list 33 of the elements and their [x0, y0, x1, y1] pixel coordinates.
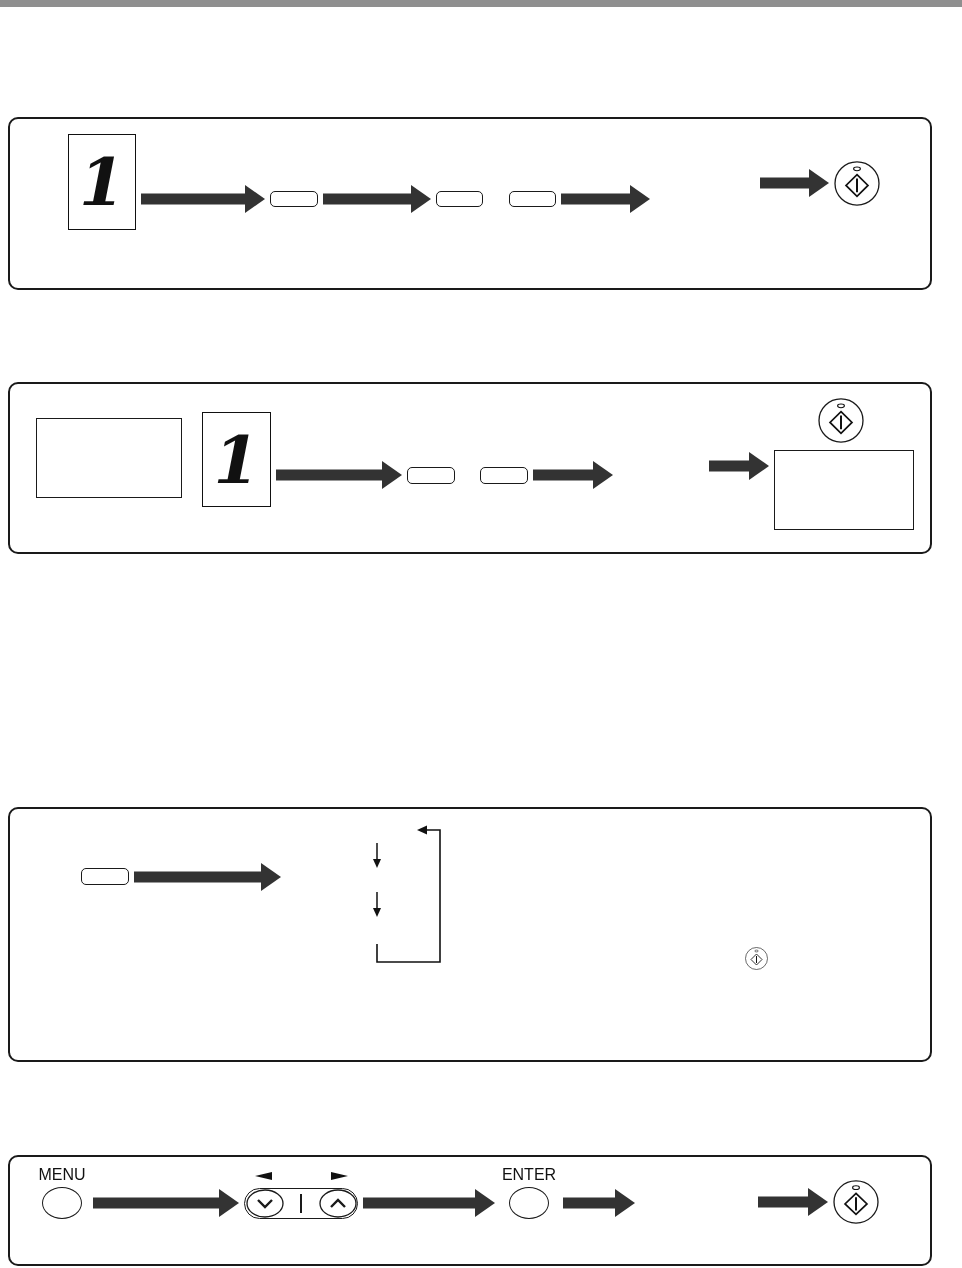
blank-frame — [774, 450, 914, 530]
key-button — [509, 191, 556, 207]
blank-frame — [36, 418, 182, 498]
step-panel — [8, 807, 932, 1062]
document-sheet: 1 — [202, 412, 271, 507]
block-arrow — [563, 1189, 635, 1217]
start-button-icon — [833, 1180, 879, 1224]
block-arrow — [760, 169, 829, 197]
key-button — [270, 191, 318, 207]
step-panel — [8, 382, 932, 554]
block-arrow — [276, 461, 402, 489]
start-button-icon — [834, 161, 880, 206]
block-arrow — [134, 863, 281, 891]
key-label: MENU — [38, 1166, 86, 1184]
block-arrow — [758, 1188, 828, 1216]
block-arrow — [533, 461, 613, 489]
key-label: ENTER — [501, 1166, 557, 1184]
block-arrow — [93, 1189, 239, 1217]
step-panel — [8, 117, 932, 290]
block-arrow — [561, 185, 650, 213]
start-button-icon — [745, 947, 768, 970]
block-arrow — [141, 185, 265, 213]
start-button-icon — [818, 398, 864, 443]
document-sheet: 1 — [68, 134, 136, 230]
step-panel — [8, 1155, 932, 1266]
block-arrow — [709, 452, 769, 480]
arrow-key-pill — [244, 1188, 358, 1219]
key-button — [81, 868, 129, 885]
block-arrow — [323, 185, 431, 213]
key-button — [407, 467, 455, 484]
key-button — [436, 191, 483, 207]
block-arrow — [363, 1189, 495, 1217]
key-button — [480, 467, 528, 484]
